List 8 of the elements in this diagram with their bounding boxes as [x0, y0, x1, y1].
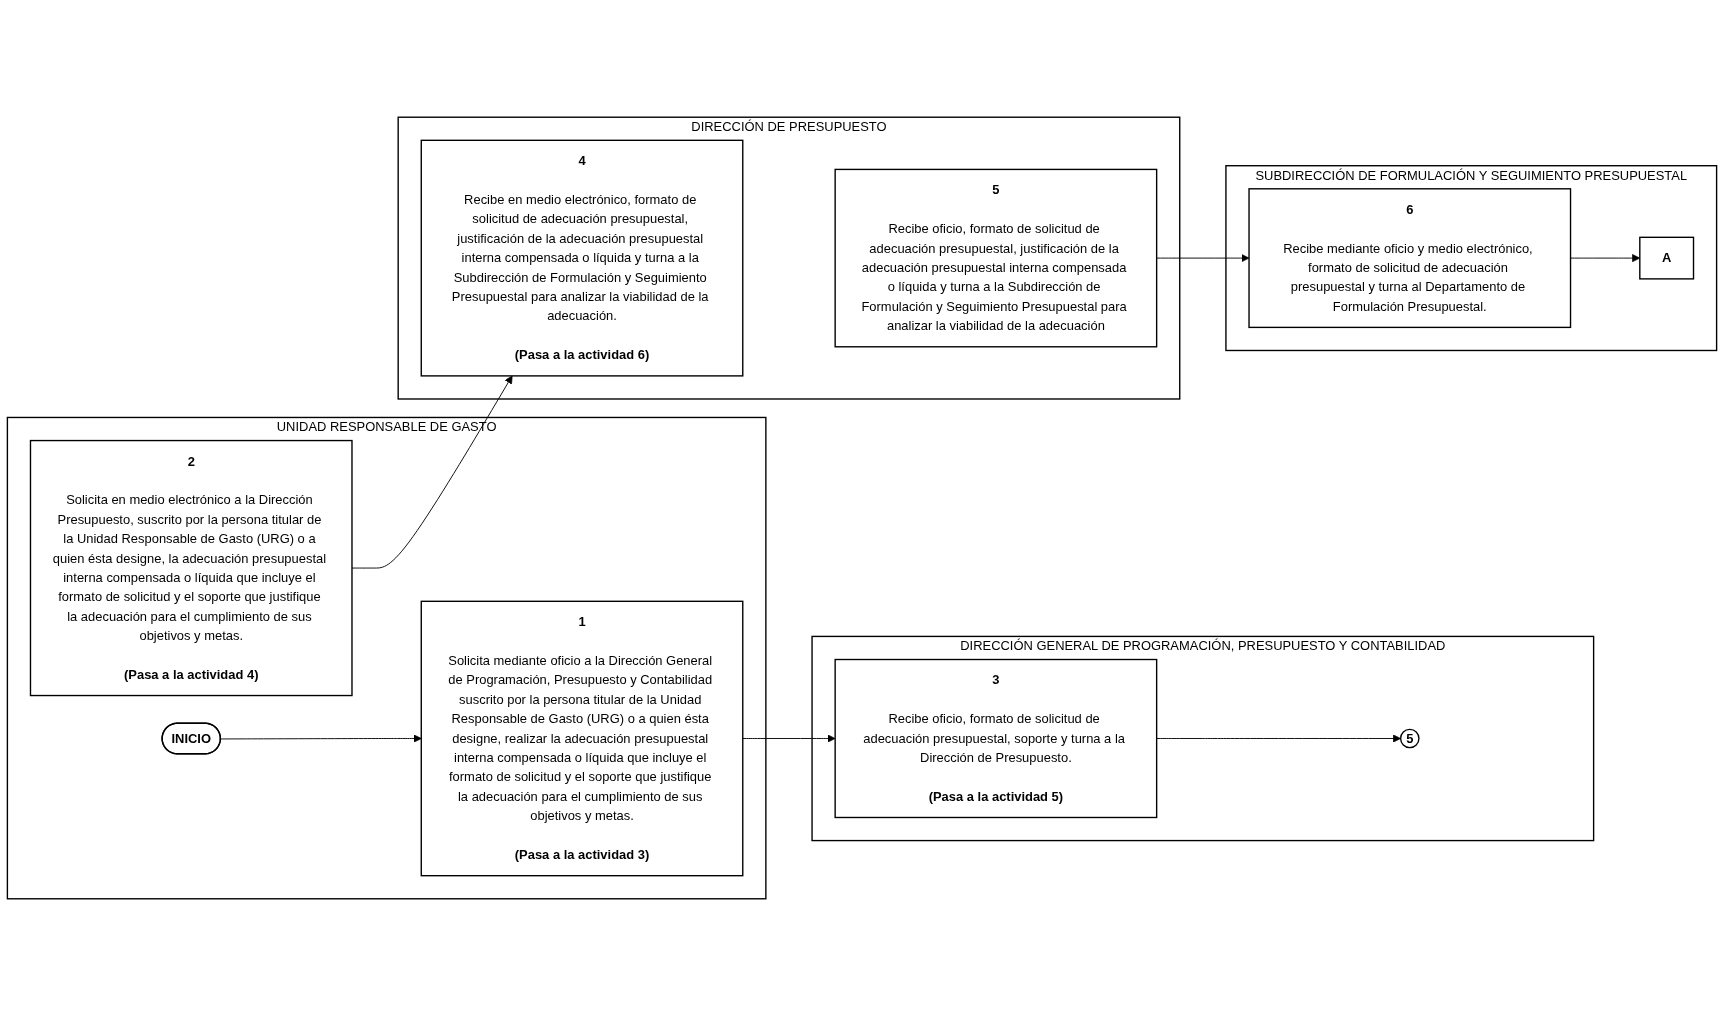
node-box: 2 Solicita en medio electrónico a la Dirección Presupuesto, suscrito por la persona titular de la Unidad Responsable de Gasto (URG) o a quien ésta designe, la adecuación presupuestal interna compensada o líquida que incluye el formato de solicitud y el soporte que justifique la adecuación para el cumplimiento de sus objetivos y metas. (Pasa a la actividad 4): [29, 439, 353, 697]
node-box: 4 Recibe en medio electrónico, formato de solicitud de adecuación presupuestal, justificación de la adecuación presupuestal interna compensada o líquida y turna a la Subdirección de Formulación y Seguimiento Presupuestal para analizar la viabilidad de la adecuación. (Pasa a la actividad 6): [420, 139, 744, 377]
node-circle: 5: [1399, 728, 1420, 749]
node-box: 6 Recibe mediante oficio y medio electrónico, formato de solicitud de adecuación presupuestal y turna al Departamento de Formulación Presupuestal.: [1248, 188, 1572, 329]
node-box: 3 Recibe oficio, formato de solicitud de adecuación presupuestal, soporte y turna a la Dirección de Presupuesto. (Pasa a la actividad 5): [834, 658, 1158, 819]
node-box: A: [1639, 236, 1695, 280]
node-box: 1 Solicita mediante oficio a la Dirección General de Programación, Presupuesto y Contabilidad suscrito por la persona titular de la Unidad Responsable de Gasto (URG) o a quien ésta designe, realizar la adecuación presupuestal interna compensada o líquida que incluye el formato de solicitud y el soporte que justifique la adecuación para el cumplimiento de sus objetivos y metas. (Pasa a la actividad 3): [420, 600, 744, 877]
node-box: 5 Recibe oficio, formato de solicitud de adecuación presupuestal, justificación de la adecuación presupuestal interna compensada o líquida y turna a la Subdirección de Formulación y Seguimiento Presupuestal para analizar la viabilidad de la adecuación: [834, 168, 1158, 348]
